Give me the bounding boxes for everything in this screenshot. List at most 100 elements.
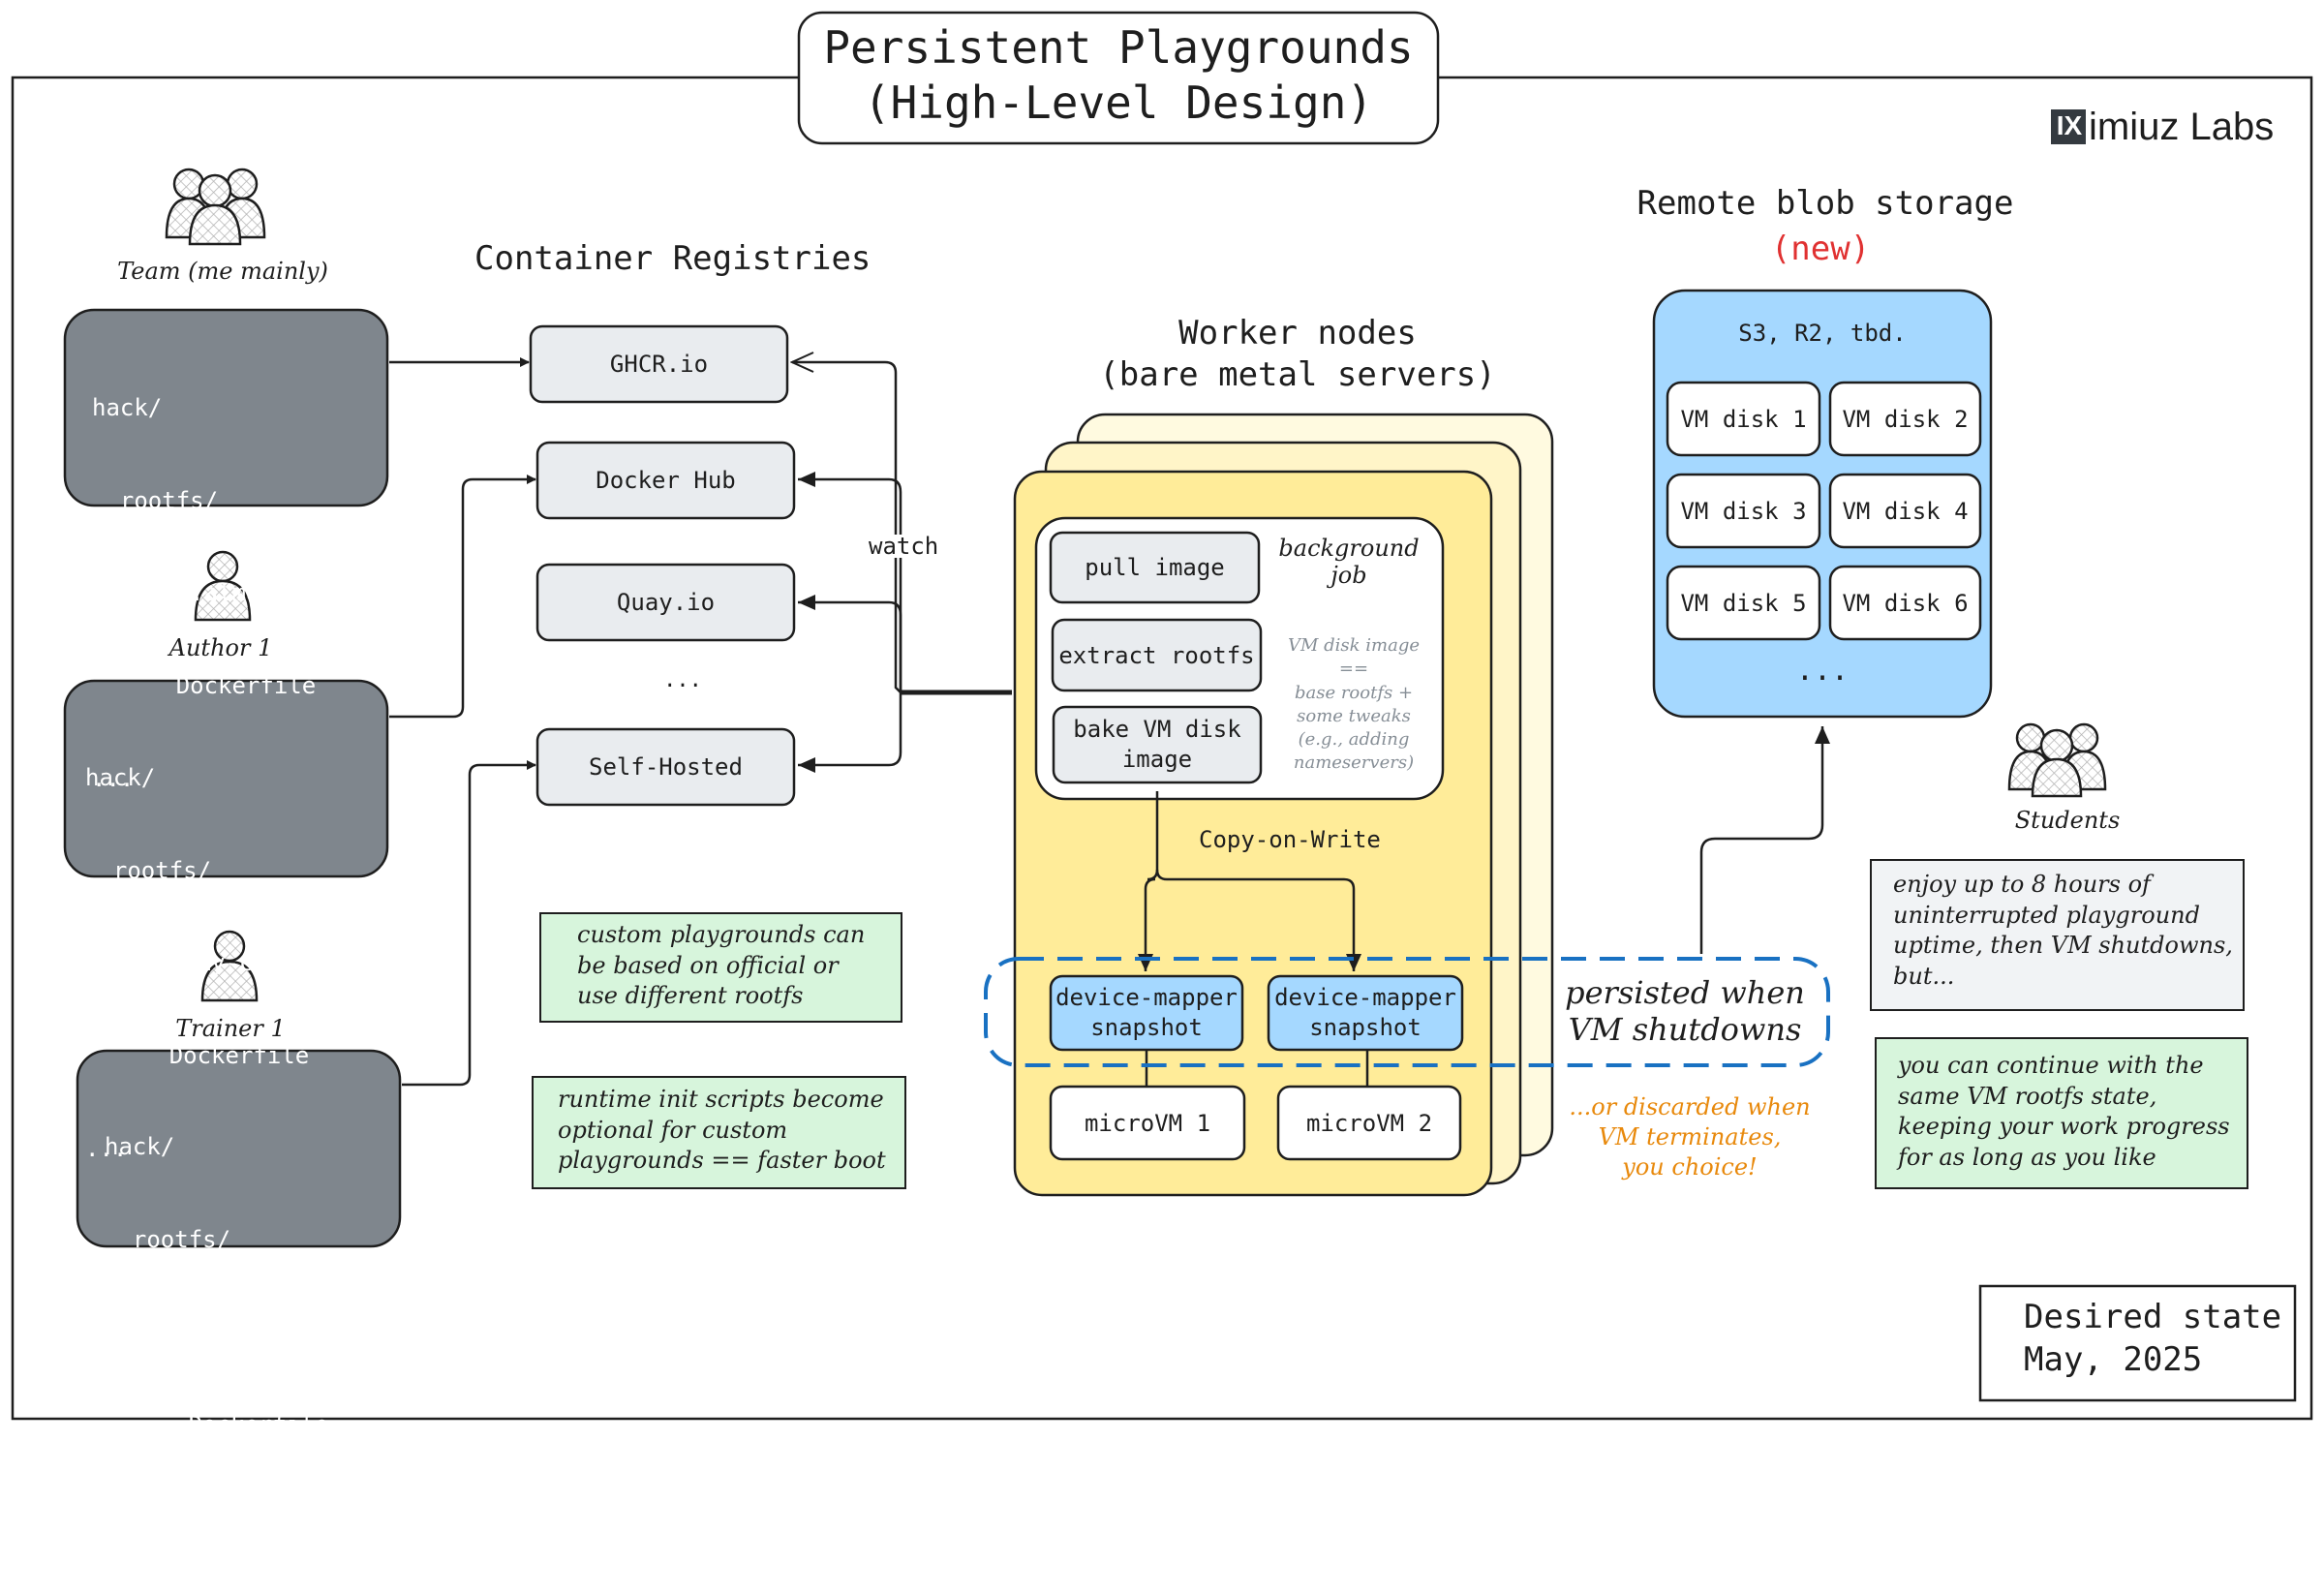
- vm-disk-box-6[interactable]: [1828, 565, 1982, 641]
- arrow-author-to-dockerhub: [389, 475, 536, 719]
- storage-heading: Remote blob storage: [1636, 184, 2014, 223]
- step-pull-image-label[interactable]: pull image: [1085, 554, 1225, 581]
- registry-selfhosted-box[interactable]: [535, 727, 796, 807]
- persist-dashed-region: [984, 957, 1830, 1067]
- step-bake-disk-label[interactable]: bake VM disk image: [1073, 715, 1241, 773]
- registries-heading: Container Registries: [474, 239, 872, 278]
- registry-more-label: ...: [663, 668, 702, 692]
- code-line: hack/: [85, 763, 156, 791]
- author-icon: [194, 550, 252, 622]
- persisted-label: persisted when VM shutdowns: [1565, 974, 1805, 1049]
- code-line: 100.my-training/: [105, 1318, 384, 1346]
- trainer-source-box: [76, 1049, 402, 1248]
- code-line: hack/: [105, 1132, 175, 1160]
- arrow-persist-to-storage: [1699, 726, 1830, 954]
- code-line: hack/: [92, 393, 163, 421]
- background-job-label: background job: [1278, 535, 1420, 589]
- team-source-code: hack/ rootfs/ 100.almalinux/ Dockerfile …: [92, 331, 344, 856]
- vm-disk-image-note: VM disk image == base rootfs + some twea…: [1287, 635, 1421, 774]
- vm-disk-label-4[interactable]: VM disk 4: [1842, 497, 1969, 525]
- registry-quay-box[interactable]: [535, 563, 796, 642]
- storage-more: ...: [1795, 654, 1850, 688]
- registry-dockerhub-label[interactable]: Docker Hub: [596, 467, 736, 494]
- brand-badge-bg: [2051, 109, 2086, 144]
- code-line: rootfs/: [105, 1225, 231, 1253]
- vm-disk-label-1[interactable]: VM disk 1: [1680, 405, 1807, 433]
- team-icon: [165, 168, 266, 246]
- desired-state-line-2: May, 2025: [2024, 1340, 2203, 1379]
- author-source-box: [63, 679, 389, 878]
- vm-disk-box-2[interactable]: [1828, 381, 1982, 457]
- actor-trainer-label: Trainer 1: [175, 1015, 286, 1042]
- code-line: Dockerfile: [85, 1041, 310, 1069]
- registry-ghcr-box[interactable]: [529, 324, 789, 404]
- copy-on-write-arrows: [1138, 791, 1361, 971]
- code-line: Dockerfile: [92, 671, 317, 699]
- code-line: 100.my-custom-vm/: [85, 949, 380, 977]
- note-uptime: enjoy up to 8 hours of uninterrupted pla…: [1893, 871, 2233, 991]
- students-icon: [2007, 722, 2107, 798]
- vm-disk-box-1[interactable]: [1666, 381, 1821, 457]
- vm-disk-box-4[interactable]: [1828, 473, 1982, 549]
- brand-name: imiuz Labs: [2089, 106, 2275, 148]
- storage-providers: S3, R2, tbd.: [1738, 320, 1907, 347]
- title-box: [797, 11, 1440, 145]
- code-line: rootfs/: [85, 856, 212, 884]
- vm-disk-box-3[interactable]: [1666, 473, 1821, 549]
- diagram-canvas: Persistent Playgrounds (High-Level Desig…: [11, 11, 2313, 1421]
- microvm-box-2[interactable]: [1276, 1085, 1462, 1161]
- microvm-label-2[interactable]: microVM 2: [1305, 1109, 1433, 1137]
- arrow-trainer-to-selfhosted: [402, 760, 536, 1087]
- vm-disk-label-5[interactable]: VM disk 5: [1680, 589, 1807, 617]
- note-continue: you can continue with the same VM rootfs…: [1898, 1052, 2230, 1172]
- registry-quay-label[interactable]: Quay.io: [616, 589, 716, 616]
- note-custom: custom playgrounds can be based on offic…: [577, 921, 866, 1010]
- vm-disk-label-3[interactable]: VM disk 3: [1680, 497, 1807, 525]
- vm-disk-label-6[interactable]: VM disk 6: [1842, 589, 1969, 617]
- code-line: Dockerfile: [105, 1410, 329, 1438]
- note-continue-box: [1875, 1037, 2248, 1189]
- vm-disk-box-5[interactable]: [1666, 565, 1821, 641]
- code-line: ...: [105, 1503, 147, 1531]
- step-extract-rootfs-label[interactable]: extract rootfs: [1058, 641, 1255, 669]
- snapshot-label-1[interactable]: device-mapper snapshot: [1055, 983, 1238, 1041]
- code-line: rootfs/: [92, 486, 219, 514]
- diagram-title-line-2: (High-Level Design): [863, 77, 1374, 129]
- note-custom-box: [539, 912, 902, 1023]
- trainer-icon: [200, 930, 259, 1002]
- workers-heading-line-2: (bare metal servers): [1099, 355, 1496, 394]
- watch-arrows: [792, 362, 1012, 773]
- watch-label: watch: [865, 535, 943, 558]
- note-runtime-box: [532, 1076, 906, 1189]
- brand-badge: IX: [2056, 110, 2083, 140]
- storage-new-tag: (new): [1770, 230, 1871, 268]
- code-line: ...: [92, 764, 135, 792]
- copy-on-write-label: Copy-on-Write: [1199, 826, 1381, 853]
- registry-dockerhub-box[interactable]: [535, 441, 796, 520]
- registry-selfhosted-label[interactable]: Self-Hosted: [589, 753, 743, 781]
- code-line: ...: [85, 1134, 128, 1162]
- actor-team-label: Team (me mainly): [117, 258, 328, 285]
- desired-state-box: [1978, 1284, 2297, 1402]
- discarded-label: ...or discarded when VM terminates, you …: [1569, 1093, 1811, 1181]
- trainer-source-code: hack/ rootfs/ 100.my-training/ Dockerfil…: [105, 1070, 384, 1595]
- microvm-box-1[interactable]: [1049, 1085, 1246, 1161]
- author-source-code: hack/ rootfs/ 100.my-custom-vm/ Dockerfi…: [85, 701, 379, 1226]
- step-extract-rootfs-box[interactable]: [1051, 618, 1263, 692]
- diagram-title-line-1: Persistent Playgrounds: [823, 21, 1414, 74]
- microvm-label-1[interactable]: microVM 1: [1084, 1109, 1211, 1137]
- step-pull-image-box[interactable]: [1049, 531, 1261, 604]
- code-line: 100.almalinux/: [92, 579, 345, 607]
- desired-state-line-1: Desired state: [2024, 1298, 2282, 1336]
- workers-heading-line-1: Worker nodes: [1178, 314, 1417, 353]
- vm-disk-label-2[interactable]: VM disk 2: [1842, 405, 1969, 433]
- snapshot-box-2[interactable]: [1267, 974, 1464, 1052]
- actor-students-label: Students: [2014, 807, 2121, 834]
- actor-author-label: Author 1: [168, 634, 273, 661]
- note-uptime-box: [1870, 859, 2245, 1011]
- snapshot-label-2[interactable]: device-mapper snapshot: [1274, 983, 1456, 1041]
- registry-ghcr-label[interactable]: GHCR.io: [609, 351, 709, 378]
- step-bake-disk-box[interactable]: [1052, 705, 1263, 784]
- note-runtime: runtime init scripts become optional for…: [558, 1086, 886, 1175]
- team-source-box: [63, 308, 389, 507]
